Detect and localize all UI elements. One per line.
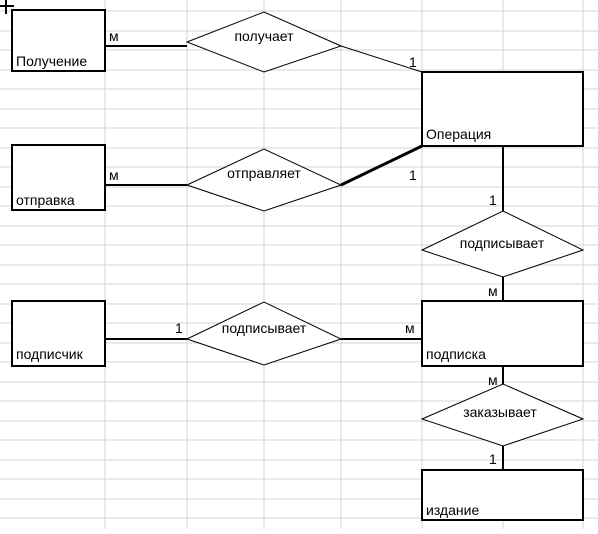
card-otpravka-side: м (109, 167, 119, 183)
entity-operatsiya-label: Операция (426, 126, 491, 142)
connector-poluchaet-operatsiya (340, 45, 423, 73)
rel-poluchaet-diamond (185, 11, 343, 73)
entity-otpravka-label: отправка (16, 192, 75, 208)
card-podpischik-side: 1 (175, 320, 183, 336)
card-podpisyvaet-podpiska-left: м (405, 320, 415, 336)
rel-zakazyvaet-diamond (420, 383, 585, 447)
rel-otpravlyaet-diamond (185, 148, 343, 212)
card-poluchaet-operatsiya: 1 (409, 54, 417, 70)
rel-poluchaet-label: получает (234, 28, 294, 44)
card-zakazyvaet-izdanie: 1 (489, 451, 497, 467)
entity-podpiska-box (421, 300, 584, 367)
rel-podpisyvaet-left-label: подписывает (222, 320, 307, 336)
entity-otpravka-box (11, 144, 106, 211)
card-podpiska-zakazyvaet: м (488, 372, 498, 388)
entity-podpischik-label: подписчик (16, 346, 84, 362)
entity-podpischik-box (11, 300, 106, 367)
entity-izdanie-label: издание (426, 502, 479, 518)
entity-podpiska-label: подписка (426, 346, 486, 362)
rel-podpisyvaet-top-label: подписывает (460, 235, 545, 251)
rel-zakazyvaet-label: заказывает (463, 404, 537, 420)
rel-podpisyvaet-left-diamond (185, 301, 343, 366)
card-poluchenie-side: м (109, 28, 119, 44)
entity-izdanie-box (421, 469, 584, 521)
entity-poluchenie-box (11, 9, 106, 72)
card-podpisyvaet-podpiska: м (488, 283, 498, 299)
connector-otpravlyaet-operatsiya (340, 144, 423, 187)
rel-otpravlyaet-label: отправляет (227, 165, 301, 181)
cell-cursor-mark (0, 0, 14, 14)
card-otpravlyaet-operatsiya: 1 (409, 167, 417, 183)
entity-operatsiya-box (421, 71, 584, 147)
rel-podpisyvaet-top-diamond (420, 210, 585, 278)
card-operatsiya-podpisyvaet: 1 (489, 192, 497, 208)
entity-poluchenie-label: Получение (16, 53, 87, 69)
